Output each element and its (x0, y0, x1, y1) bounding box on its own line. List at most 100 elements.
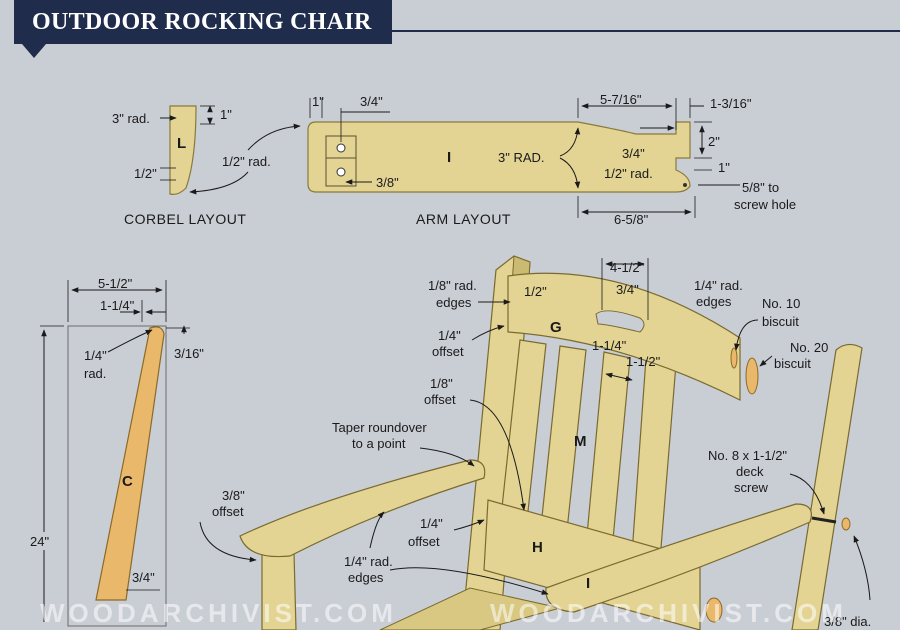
biscuit20-1: No. 20 (790, 340, 828, 355)
arm-screw-hole (683, 183, 687, 187)
arm-edges-arrow-2 (369, 511, 385, 549)
leg-radius-arrow (107, 329, 153, 353)
corbel-piece (169, 105, 197, 195)
watermark-left: WOODARCHIVIST.COM (40, 598, 397, 628)
arm-edges-1: 1/4" rad. (344, 554, 393, 569)
arm-taper-length: 5-7/16" (600, 92, 642, 107)
biscuit20-arrow (759, 355, 773, 367)
leg-tip-radius-1: 1/4" (84, 348, 107, 363)
taper-arrow (419, 447, 475, 467)
slat-gap-line (605, 372, 633, 382)
corbel-layout: L 3" rad. 1" 1/2" CORBEL LAYOUT (112, 105, 246, 227)
left-arm (239, 459, 486, 558)
offset14b-arrow (453, 519, 485, 531)
biscuit10-1: No. 10 (762, 296, 800, 311)
handle-height: 3/4" (616, 282, 639, 297)
arm-piece (307, 121, 691, 193)
chair-assembly: M G H I 1/8" rad. edges 1/2" 4-1/2" (199, 255, 871, 630)
back-edges-2: edges (436, 295, 472, 310)
back-slat (631, 357, 677, 561)
offset14b-1: 1/4" (420, 516, 443, 531)
back-handle-cutout (595, 310, 645, 333)
leg-height-label-bg (28, 532, 54, 550)
corbel-bottom-offset: 1/2" (134, 166, 157, 181)
shared-radius-callout: 1/2" rad. (189, 123, 301, 195)
title-banner: OUTDOOR ROCKING CHAIR (14, 0, 392, 44)
arm-assembly-part-letter: I (586, 575, 590, 592)
arm-screw-hole-1: 5/8" to (742, 180, 779, 195)
screw-1: No. 8 x 1-1/2" (708, 448, 787, 463)
arm-overall-length: 6-5/8" (614, 212, 649, 227)
slat-gap: 1-1/2" (626, 354, 661, 369)
banner-notch (22, 44, 46, 58)
biscuit10-arrow (734, 319, 759, 351)
taper-2: to a point (352, 436, 406, 451)
biscuit20-2: biscuit (774, 356, 811, 371)
back-part-letter: G (550, 319, 562, 336)
arm-notch-width: 3/4" (622, 146, 645, 161)
offset38-arrow (199, 521, 257, 563)
arm-edges-2: edges (348, 570, 384, 585)
leg-layout: C 5-1/2" 1-1/4" 1/4" rad. 3/16" 24" 3/4" (28, 276, 204, 627)
corbel-top-offset: 1" (220, 107, 232, 122)
offset18-2: offset (424, 392, 456, 407)
leg-top-inset: 1-1/4" (100, 298, 135, 313)
arm-layout: I 1" 3/4" 3/8" 3" RAD. 5-7/16" 1-3/16" 3… (307, 92, 796, 227)
leg-piece (95, 326, 165, 601)
leg-bottom: 3/4" (132, 570, 155, 585)
arm-hole-1 (336, 143, 346, 153)
apron (483, 499, 701, 630)
handle-width: 4-1/2" (610, 260, 645, 275)
offset14-1: 1/4" (438, 328, 461, 343)
offset14b-2: offset (408, 534, 440, 549)
corbel-caption: CORBEL LAYOUT (124, 211, 246, 227)
arm-hole-spacing: 3/8" (376, 175, 399, 190)
taper-1: Taper roundover (332, 420, 427, 435)
arm-screw-hole-2: screw hole (734, 197, 796, 212)
plug-dia: 3/8" dia. (824, 614, 871, 629)
arm-hole-2 (336, 167, 346, 177)
leg-blank-outline (67, 325, 167, 627)
page-title: OUTDOOR ROCKING CHAIR (32, 8, 372, 35)
deck-screw (811, 516, 837, 524)
radius-arrow-arm (247, 123, 301, 151)
arm-tip-radius: 1/2" rad. (604, 166, 653, 181)
arm-notch-height: 2" (708, 134, 720, 149)
leg-tip-radius-2: rad. (84, 366, 106, 381)
screw-plug (841, 517, 851, 531)
biscuit10-2: biscuit (762, 314, 799, 329)
arm-top-offset: 1" (312, 94, 324, 109)
offset14-2: offset (432, 344, 464, 359)
arm-tip-width: 1-3/16" (710, 96, 752, 111)
arm-notch-bottom: 1" (718, 160, 730, 175)
back-edges-1: 1/8" rad. (428, 278, 477, 293)
back-post-right (791, 343, 863, 630)
back-right-edges-2: edges (696, 294, 732, 309)
leg-top-width: 5-1/2" (98, 276, 133, 291)
arm-taper-arrow (559, 157, 581, 189)
back-right-edges-1: 1/4" rad. (694, 278, 743, 293)
arm-end-radius: 1/2" rad. (222, 154, 271, 169)
biscuit-seat (705, 597, 723, 623)
biscuit-10 (730, 347, 738, 369)
screw-3: screw (734, 480, 769, 495)
arm-taper-radius: 3" RAD. (498, 150, 545, 165)
back-rail (507, 272, 741, 401)
offset18-1: 1/8" (430, 376, 453, 391)
title-rule (340, 30, 900, 32)
back-half: 1/2" (524, 284, 547, 299)
apron-part-letter: H (532, 539, 543, 556)
radius-arrow-corbel (189, 171, 249, 195)
arm-hole-offset: 3/4" (360, 94, 383, 109)
screw-2: deck (736, 464, 764, 479)
biscuit-20 (745, 357, 759, 395)
offset14-arrow (471, 324, 505, 341)
back-slat (585, 351, 631, 551)
offset38-2: offset (212, 504, 244, 519)
corbel-top-radius: 3" rad. (112, 111, 150, 126)
offset18-arrow (469, 399, 526, 511)
watermark-right: WOODARCHIVIST.COM (490, 598, 847, 628)
screw-arrow (789, 473, 825, 515)
slat-part-letter: M (574, 433, 587, 450)
